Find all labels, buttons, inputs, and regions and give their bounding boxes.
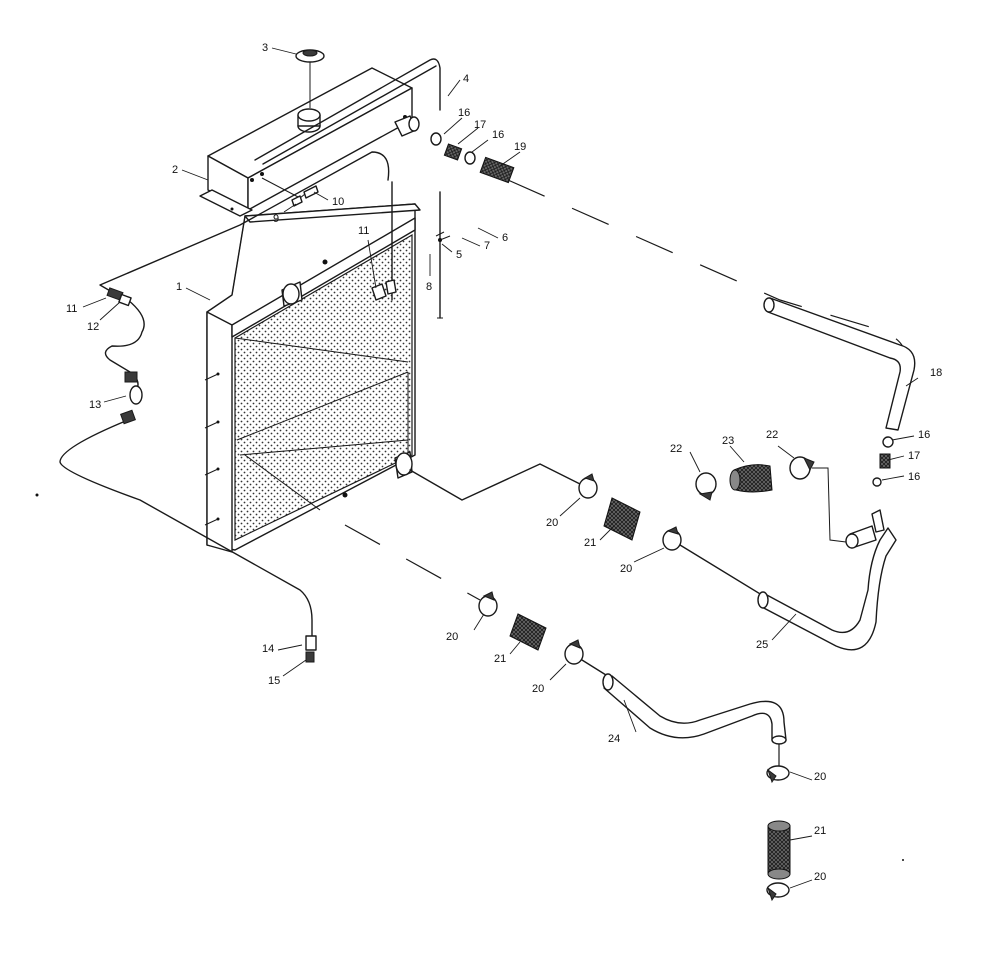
pipe-elbow-25 (845, 509, 885, 549)
clamp-20-f (766, 882, 790, 902)
filler-cap (295, 49, 325, 133)
callout-labels: 1 2 3 4 5 6 7 8 9 10 11 11 12 13 14 15 1… (66, 42, 942, 883)
hose-17-a (443, 143, 463, 161)
callout-20-c: 20 (446, 631, 458, 643)
clamp-22-b (789, 456, 815, 480)
callout-11-upper: 11 (358, 225, 369, 237)
callout-11-left: 11 (66, 303, 77, 315)
callout-7: 7 (484, 240, 490, 252)
clamp-20-a (578, 473, 598, 499)
callout-21-a: 21 (584, 537, 596, 549)
callout-9: 9 (273, 213, 279, 225)
callout-20-b: 20 (620, 563, 632, 575)
clamp-22-a (695, 472, 717, 501)
fitting-14-15 (305, 635, 317, 663)
callout-24: 24 (608, 733, 620, 745)
hose-21-a (603, 497, 641, 541)
callout-19: 19 (514, 141, 526, 153)
callout-22-a: 22 (670, 443, 682, 455)
callout-3: 3 (262, 42, 268, 54)
callout-10: 10 (332, 196, 344, 208)
clamp-16-a (430, 132, 442, 146)
callout-2: 2 (172, 164, 178, 176)
hose-23 (729, 464, 773, 493)
flow-line-upper (507, 179, 906, 406)
flow-line-middle (409, 463, 581, 501)
drain-rod (435, 191, 451, 319)
clamp-20-d (564, 639, 584, 665)
flow-line-to-25 (679, 544, 771, 601)
callout-17-b: 17 (908, 450, 920, 462)
hose-21-c (767, 820, 791, 880)
callout-20-d: 20 (532, 683, 544, 695)
callout-8: 8 (426, 281, 432, 293)
branch-line-22 (812, 467, 847, 543)
overflow-pipe (254, 58, 441, 165)
callout-16-d: 16 (908, 471, 920, 483)
callout-12: 12 (87, 321, 99, 333)
callout-21-b: 21 (494, 653, 506, 665)
hose-25 (757, 527, 897, 651)
clamp-20-b (662, 526, 682, 551)
bleed-line-left (99, 151, 397, 301)
callout-20-a: 20 (546, 517, 558, 529)
callout-6: 6 (502, 232, 508, 244)
radiator-top-inlet (281, 281, 303, 307)
fitting-13 (120, 371, 143, 425)
callout-21-c: 21 (814, 825, 826, 837)
hose-21-b (509, 613, 547, 651)
clamp-16-b (464, 151, 476, 165)
stray-mark (902, 859, 904, 861)
callout-16-b: 16 (492, 129, 504, 141)
callout-14: 14 (262, 643, 274, 655)
radiator-bottom-outlet (394, 451, 413, 479)
clamp-20-c (478, 591, 498, 617)
callout-13: 13 (89, 399, 101, 411)
callout-20-e: 20 (814, 771, 826, 783)
callout-16-a: 16 (458, 107, 470, 119)
radiator-mounting-studs (204, 259, 348, 526)
callout-23: 23 (722, 435, 734, 447)
callout-4: 4 (463, 73, 469, 85)
leader-lines (82, 47, 919, 889)
callout-25: 25 (756, 639, 768, 651)
callout-20-f: 20 (814, 871, 826, 883)
callout-22-b: 22 (766, 429, 778, 441)
tank-outlet-stub (394, 115, 420, 137)
hose-24 (602, 673, 787, 745)
clamp-16-c (882, 436, 894, 448)
vent-line (261, 177, 319, 207)
callout-15: 15 (268, 675, 280, 687)
hose-18 (763, 297, 916, 431)
clamp-20-e (766, 765, 790, 784)
fitting-11-12 (106, 287, 132, 307)
callout-5: 5 (456, 249, 462, 261)
radiator-core (206, 203, 421, 553)
callout-1: 1 (176, 281, 182, 293)
flow-line-lower (344, 524, 481, 601)
hose-17-b (879, 453, 891, 469)
callout-18: 18 (930, 367, 942, 379)
clamp-16-d (872, 477, 882, 487)
hose-19 (479, 156, 515, 184)
stray-mark (35, 493, 39, 497)
callout-16-c: 16 (918, 429, 930, 441)
callout-17-a: 17 (474, 119, 486, 131)
